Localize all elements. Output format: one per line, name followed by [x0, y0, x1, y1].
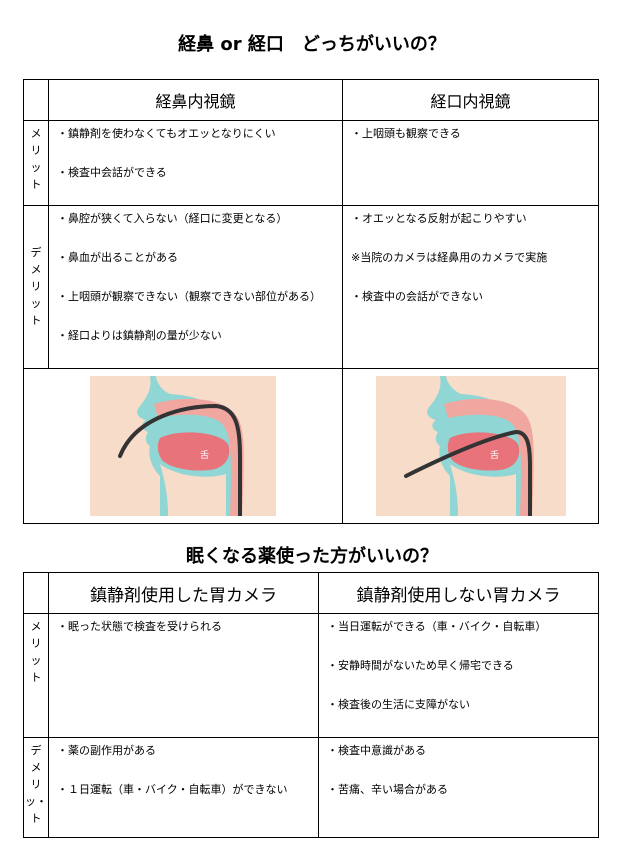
list-item: ・上咽頭が観察できない（観察できない部位がある）	[57, 290, 321, 303]
oral-merits: ・上咽頭も観察できる	[342, 120, 599, 206]
svg-text:舌: 舌	[490, 450, 499, 461]
merit-label: メリット	[23, 120, 49, 206]
nasal-vs-oral-table: 経鼻内視鏡 経口内視鏡 メリット ・鎮静剤を使わなくてもオエッとなりにくい ・検…	[23, 79, 599, 524]
nasal-merits: ・鎮静剤を使わなくてもオエッとなりにくい ・検査中会話ができる	[48, 120, 343, 206]
list-item: ・苦痛、辛い場合がある	[327, 783, 448, 796]
without-sedation-merits: ・当日運転ができる（車・バイク・自転車） ・安静時間がないため早く帰宅できる ・…	[318, 613, 599, 738]
sedation-table: 鎮静剤使用した胃カメラ 鎮静剤使用しない胃カメラ メリット ・眠った状態で検査を…	[23, 572, 599, 838]
demerit-label: デメリッ・ト	[23, 737, 49, 838]
nasal-demerits: ・鼻腔が狭くて入らない（経口に変更となる） ・鼻血が出ることがある ・上咽頭が観…	[48, 205, 343, 369]
oral-illustration-cell: 舌	[342, 368, 599, 524]
svg-text:舌: 舌	[200, 450, 209, 461]
list-item: ・鼻血が出ることがある	[57, 251, 178, 264]
col-header-with-sedation: 鎮静剤使用した胃カメラ	[48, 572, 319, 614]
with-sedation-merits: ・眠った状態で検査を受けられる	[48, 613, 319, 738]
demerit-label: デメリット	[23, 205, 49, 369]
section1-title: 経鼻 or 経口 どっちがいいの？	[178, 34, 446, 55]
list-item: ※当院のカメラは経鼻用のカメラで実施	[351, 251, 548, 264]
list-item: ・検査中意識がある	[327, 744, 426, 757]
list-item: ・検査後の生活に支障がない	[327, 698, 470, 711]
nasal-illustration-cell: 舌	[23, 368, 343, 524]
oral-demerits: ・オエッとなる反射が起こりやすい ※当院のカメラは経鼻用のカメラで実施 ・検査中…	[342, 205, 599, 369]
corner-cell	[23, 572, 49, 614]
list-item: ・薬の副作用がある	[57, 744, 156, 757]
section2-title: 眠くなる薬使った方がいいの？	[186, 546, 438, 567]
list-item: ・１日運転（車・バイク・自転車）ができない	[57, 783, 288, 796]
nasal-endoscope-illustration: 舌	[90, 376, 276, 516]
merit-label: メリット	[23, 613, 49, 738]
list-item: ・安静時間がないため早く帰宅できる	[327, 659, 514, 672]
col-header-nasal: 経鼻内視鏡	[48, 79, 343, 121]
list-item: ・眠った状態で検査を受けられる	[57, 620, 222, 633]
list-item: ・鎮静剤を使わなくてもオエッとなりにくい	[57, 127, 276, 140]
oral-endoscope-illustration: 舌	[375, 376, 566, 516]
without-sedation-demerits: ・検査中意識がある ・苦痛、辛い場合がある	[318, 737, 599, 838]
list-item: ・経口よりは鎮静剤の量が少ない	[57, 329, 222, 342]
corner-cell	[23, 79, 49, 121]
list-item: ・検査中の会話ができない	[351, 290, 483, 303]
list-item: ・上咽頭も観察できる	[351, 127, 461, 140]
list-item: ・オエッとなる反射が起こりやすい	[351, 212, 527, 225]
with-sedation-demerits: ・薬の副作用がある ・１日運転（車・バイク・自転車）ができない	[48, 737, 319, 838]
list-item: ・当日運転ができる（車・バイク・自転車）	[327, 620, 547, 633]
list-item: ・検査中会話ができる	[57, 166, 167, 179]
list-item: ・鼻腔が狭くて入らない（経口に変更となる）	[57, 212, 288, 225]
col-header-without-sedation: 鎮静剤使用しない胃カメラ	[318, 572, 599, 614]
col-header-oral: 経口内視鏡	[342, 79, 599, 121]
